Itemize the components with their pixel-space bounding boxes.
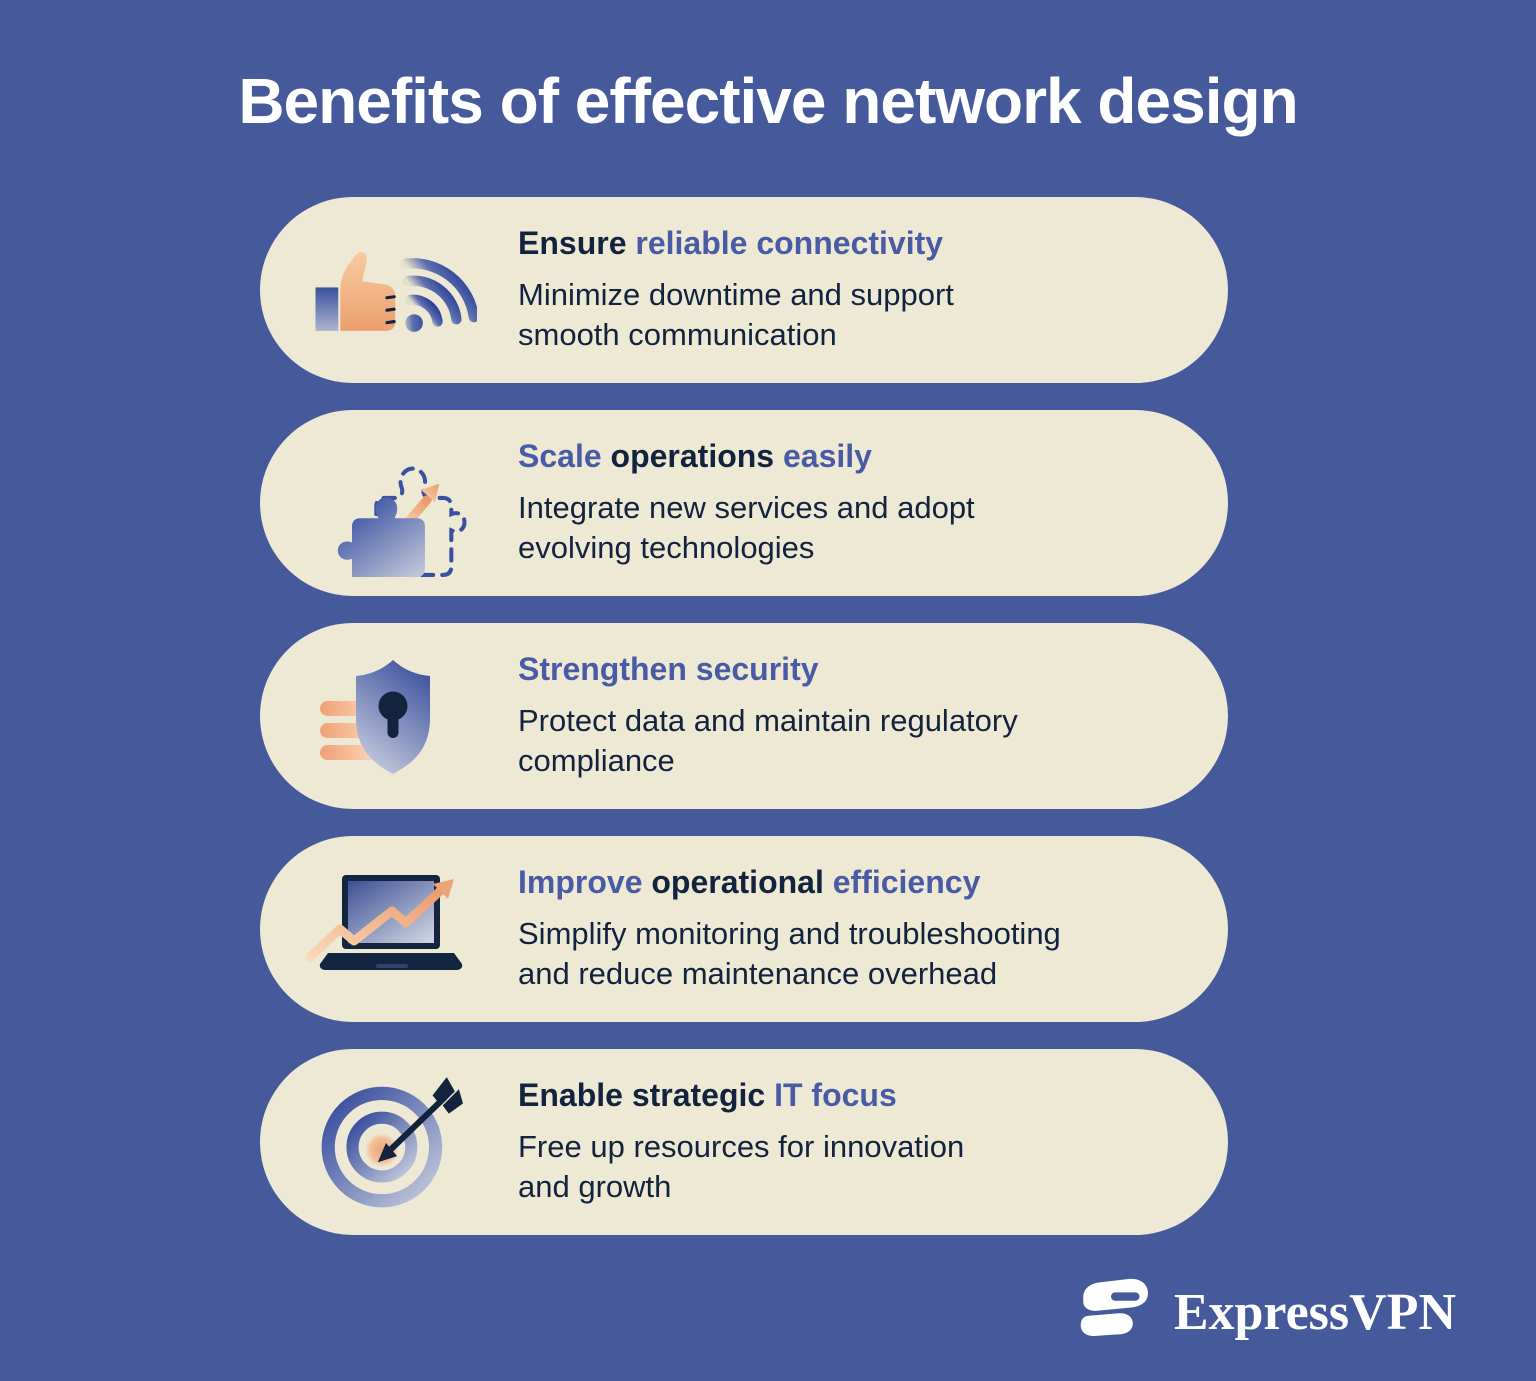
benefit-card-scalability: Scale operations easily Integrate new se… (260, 410, 1228, 596)
shield-lock-icon (260, 646, 518, 786)
puzzle-scale-icon (260, 427, 518, 579)
benefit-card-strategic-focus: Enable strategic IT focus Free up resour… (260, 1049, 1228, 1235)
card-title: Strengthen security (518, 651, 819, 687)
card-content: Ensure reliable connectivity Minimize do… (518, 225, 984, 355)
benefit-card-list: Ensure reliable connectivity Minimize do… (260, 197, 1228, 1262)
page-title: Benefits of effective network design (238, 65, 1298, 137)
card-title: Ensure reliable connectivity (518, 225, 944, 261)
card-content: Enable strategic IT focus Free up resour… (518, 1077, 994, 1207)
benefit-card-efficiency: Improve operational efficiency Simplify … (260, 836, 1228, 1022)
brand-wordmark: ExpressVPN (1173, 1284, 1456, 1341)
card-description: Free up resources for innovation and gro… (518, 1129, 965, 1204)
card-description: Protect data and maintain regulatory com… (518, 703, 1018, 778)
card-content: Scale operations easily Integrate new se… (518, 438, 1005, 568)
laptop-chart-icon (260, 869, 518, 989)
card-title: Enable strategic IT focus (518, 1077, 897, 1113)
card-description: Integrate new services and adopt evolvin… (518, 490, 975, 565)
footer-brand: ExpressVPN (1074, 1272, 1456, 1353)
card-content: Improve operational efficiency Simplify … (518, 864, 1091, 994)
thumbs-up-wifi-icon (260, 221, 518, 359)
card-description: Simplify monitoring and troubleshooting … (518, 916, 1061, 991)
card-title: Scale operations easily (518, 438, 872, 474)
card-content: Strengthen security Protect data and mai… (518, 651, 1048, 781)
card-description: Minimize downtime and support smooth com… (518, 277, 954, 352)
benefit-card-connectivity: Ensure reliable connectivity Minimize do… (260, 197, 1228, 383)
card-title: Improve operational efficiency (518, 864, 981, 900)
target-arrow-icon (260, 1071, 518, 1213)
benefit-card-security: Strengthen security Protect data and mai… (260, 623, 1228, 809)
expressvpn-logo-icon (1074, 1272, 1158, 1353)
